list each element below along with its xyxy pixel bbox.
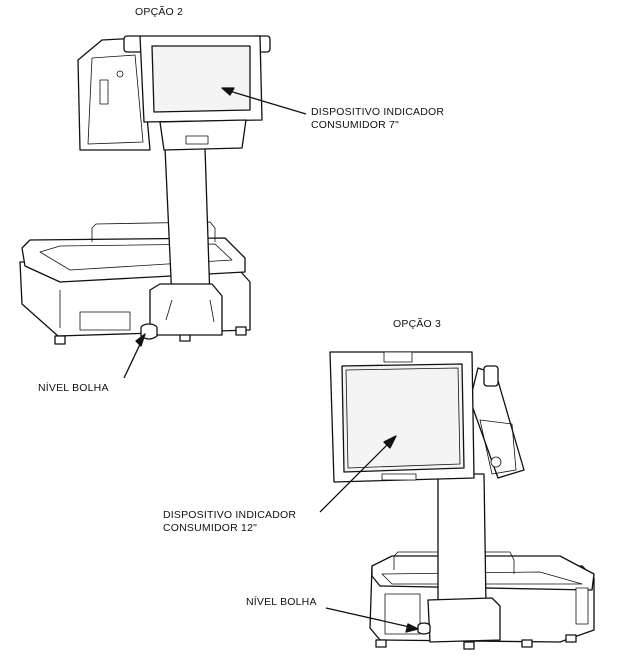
option-2-column (149, 147, 223, 336)
option-2-level-bubble (140, 323, 158, 340)
option-2-display-label-line1: DISPOSITIVO INDICADOR (311, 106, 445, 118)
option-2-level-label: NÍVEL BOLHA (38, 382, 109, 394)
option-3-level-bubble (417, 622, 431, 635)
option-2-customer-display-7in (139, 35, 263, 151)
option-3-title: OPÇÃO 3 (393, 318, 442, 330)
option-3-display-label-line1: DISPOSITIVO INDICADOR (163, 509, 297, 521)
option-3-display-label-line2: CONSUMIDOR 12" (163, 522, 258, 534)
option-2-display-label-line2: CONSUMIDOR 7" (311, 119, 399, 131)
option-3-level-label: NÍVEL BOLHA (246, 596, 317, 608)
option-2-arrows (123, 87, 307, 379)
option-2-operator-display (77, 37, 151, 151)
option-3-arrows (319, 435, 419, 633)
option-2-title: OPÇÃO 2 (135, 6, 184, 18)
option-3-customer-display-12in (329, 351, 475, 483)
option-3-display-label: DISPOSITIVO INDICADOR CONSUMIDOR 12" (163, 509, 296, 535)
option-3-operator-display (469, 365, 525, 479)
option-2-display-label: DISPOSITIVO INDICADOR CONSUMIDOR 7" (311, 106, 444, 132)
